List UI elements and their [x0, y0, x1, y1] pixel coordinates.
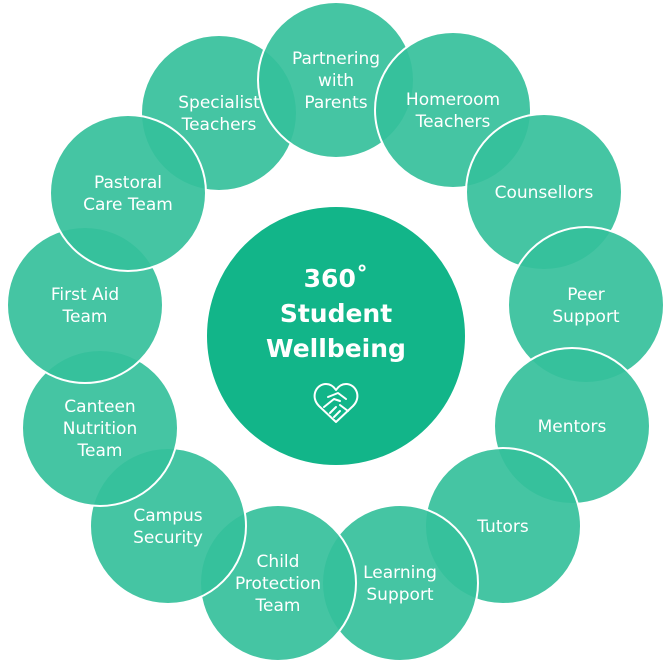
node-label: Team [77, 441, 123, 461]
node-label: Canteen [64, 397, 135, 417]
node-label: with [318, 71, 354, 91]
center-title-line: Wellbeing [266, 334, 406, 363]
node-label: Protection [235, 574, 321, 594]
node-label: Teachers [181, 115, 257, 135]
node-label: Child [257, 552, 300, 572]
node-label: Parents [304, 93, 367, 113]
node-label: Pastoral [94, 173, 162, 193]
center-title-line: 360˚ [304, 264, 369, 293]
node-label: Teachers [415, 112, 491, 132]
node-label: Team [62, 307, 108, 327]
node-label: Homeroom [406, 90, 500, 110]
node-label: Tutors [476, 517, 529, 537]
node-label: Support [366, 585, 434, 605]
node-label: Team [255, 596, 301, 616]
center-circle [205, 205, 467, 467]
heart-handshake-icon [313, 383, 359, 423]
node-label: Peer [567, 285, 605, 305]
node-circle [49, 114, 207, 272]
center-title-line: Student [280, 299, 392, 328]
node-label: Counsellors [495, 183, 594, 203]
node-label: Partnering [292, 49, 380, 69]
node-label: Specialist [178, 93, 260, 113]
node-label: Nutrition [63, 419, 137, 439]
node-label: Learning [363, 563, 437, 583]
node-label: Campus [133, 506, 202, 526]
node-label: Care Team [83, 195, 173, 215]
node-label: First Aid [51, 285, 119, 305]
node-label: Support [552, 307, 620, 327]
node-label: Security [133, 528, 203, 548]
node-label: Mentors [538, 417, 607, 437]
